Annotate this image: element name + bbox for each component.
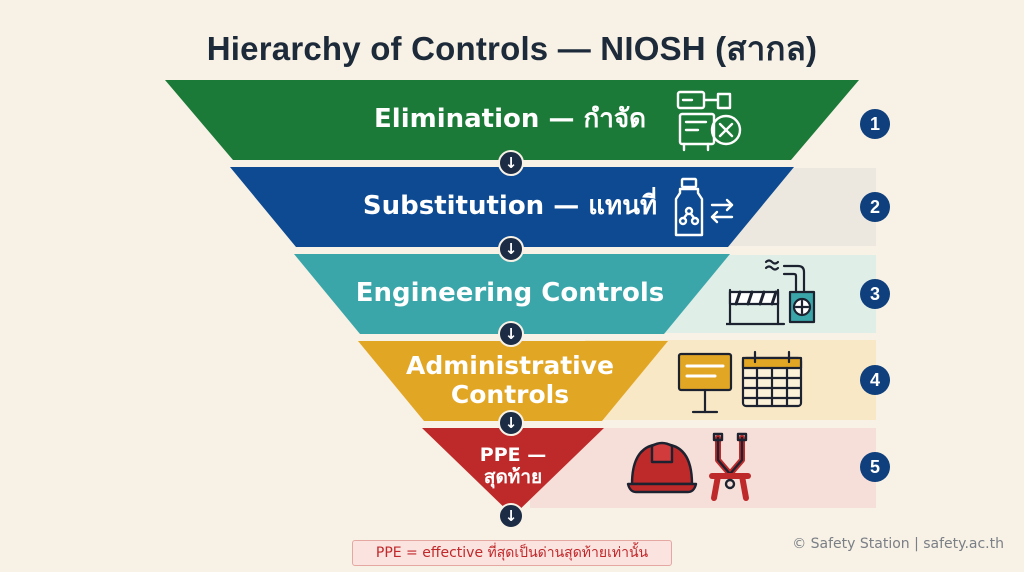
level-label-engineering: Engineering Controls [355,278,665,309]
credit-text: © Safety Station | safety.ac.th [792,536,1004,552]
level-number-5: 5 [860,452,890,482]
level-number-2: 2 [860,192,890,222]
level-number-1: 1 [860,109,890,139]
level-substitution [230,167,794,247]
machine-removed-icon [676,90,742,152]
chemical-swap-icon [674,177,734,237]
ppe-note: PPE = effective ที่สุดเป็นด่านสุดท้ายเท่… [352,540,672,566]
level-label-substitution: Substitution — แทนที่ [362,191,658,222]
arrow-down-icon: ↓ [498,503,524,529]
helmet-harness-icon [626,432,751,501]
arrow-down-icon: ↓ [498,410,524,436]
level-number-3: 3 [860,279,890,309]
level-engineering [294,254,730,334]
arrow-down-icon: ↓ [498,236,524,262]
sign-calendar-icon [677,350,803,414]
level-label-administrative: Administrative Controls [405,351,615,409]
level-label-elimination: Elimination — กำจัด [374,104,646,135]
arrow-down-icon: ↓ [498,321,524,347]
arrow-down-icon: ↓ [498,150,524,176]
level-number-4: 4 [860,365,890,395]
ventilation-barrier-icon [726,259,816,326]
level-elimination [165,80,859,160]
level-label-ppe: PPE — สุดท้าย [479,444,547,488]
page-title: Hierarchy of Controls — NIOSH (สากล) [206,30,818,67]
